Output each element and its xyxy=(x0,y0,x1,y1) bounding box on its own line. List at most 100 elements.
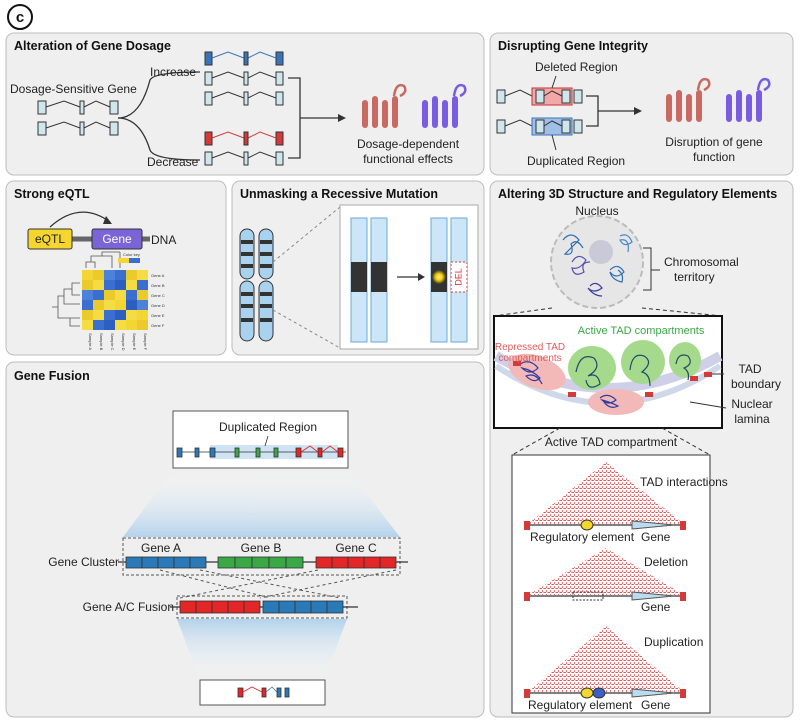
gene-label: Gene xyxy=(102,232,132,246)
expression-heatmap xyxy=(82,270,148,330)
increase-label: Increase xyxy=(150,65,196,79)
heatmap-row-label: Gene E xyxy=(151,313,165,318)
heatmap-cell xyxy=(126,320,137,330)
gene-label-2: Gene xyxy=(641,600,671,614)
heatmap-cell xyxy=(115,270,126,280)
heatmap-cell xyxy=(115,310,126,320)
heatmap-col-label: Sample A xyxy=(88,333,93,350)
heatmap-cell xyxy=(93,270,104,280)
territory-line1: Chromosomal xyxy=(664,255,739,269)
heatmap-row-label: Gene C xyxy=(151,293,165,298)
svg-text:c: c xyxy=(16,9,24,26)
heatmap-col-label: Sample E xyxy=(132,333,137,351)
del-label: DEL xyxy=(453,268,463,286)
heatmap-cell xyxy=(126,280,137,290)
decrease-label: Decrease xyxy=(147,155,199,169)
zoom-beam-top xyxy=(123,470,400,537)
duplication-label: Duplication xyxy=(644,635,703,649)
chromosome-zoom-after: DEL xyxy=(430,217,468,343)
heatmap-cell xyxy=(137,310,148,320)
heatmap-cell xyxy=(82,270,93,280)
panel-gene-fusion: Gene Fusion Duplicated Region Gene A Gen… xyxy=(5,361,485,718)
panel-letter: c xyxy=(7,4,33,30)
heatmap-cell xyxy=(137,320,148,330)
heatmap-col-label: Sample B xyxy=(99,333,104,351)
zoom-beam-bottom xyxy=(177,619,347,680)
active-compartment-label: Active TAD compartment xyxy=(545,435,678,449)
repressed-line2: compartments xyxy=(498,353,561,364)
protein-red-icon xyxy=(362,83,407,128)
nucleus-icon xyxy=(550,215,644,309)
merge-arrow xyxy=(288,77,340,159)
heatmap-cell xyxy=(104,300,115,310)
increase-gene-copies xyxy=(204,51,284,106)
tad-map-wildtype xyxy=(524,462,686,531)
disruption-line1: Disruption of gene xyxy=(665,135,763,149)
deletion-box xyxy=(450,261,468,293)
heatmap-cell xyxy=(115,320,126,330)
gene-label-1: Gene xyxy=(641,530,671,544)
fusion-transcript xyxy=(237,686,290,698)
recessive-title: Unmasking a Recessive Mutation xyxy=(240,187,438,201)
panel-3d-structure: Altering 3D Structure and Regulatory Ele… xyxy=(489,180,794,718)
heatmap-cell xyxy=(137,300,148,310)
eqtl-box xyxy=(27,228,73,250)
tad-compartments-diagram xyxy=(493,340,723,415)
mutation-glow xyxy=(432,270,446,284)
gene-c-label: Gene C xyxy=(335,541,377,555)
heatmap-row-label: Gene D xyxy=(151,303,165,308)
heatmap-col-label: Sample C xyxy=(110,333,115,351)
heatmap-cell xyxy=(104,270,115,280)
heatmap-cell xyxy=(82,290,93,300)
fusion-label: Gene A/C Fusion xyxy=(83,600,174,614)
tad-boundary-line2: boundary xyxy=(731,377,781,391)
heatmap-cell xyxy=(115,290,126,300)
heatmap-cell xyxy=(93,320,104,330)
heatmap-cell xyxy=(115,300,126,310)
heatmap-cell xyxy=(126,270,137,280)
heatmap-cell xyxy=(104,290,115,300)
decrease-gene-copies xyxy=(204,131,284,166)
panel-strong-eqtl: Strong eQTL eQTL Gene DNA Color key Gene… xyxy=(5,180,227,356)
integrity-title: Disrupting Gene Integrity xyxy=(498,39,648,53)
heatmap-dendrogram xyxy=(52,251,121,327)
gene-cluster-genes xyxy=(125,556,397,569)
eqtl-label: eQTL xyxy=(35,232,65,246)
gene-b-label: Gene B xyxy=(241,541,282,555)
repressed-line1: Repressed TAD xyxy=(495,342,565,353)
dosage-title: Alteration of Gene Dosage xyxy=(14,39,171,53)
fusion-gene xyxy=(179,600,344,614)
dosage-sensitive-gene-label: Dosage-Sensitive Gene xyxy=(10,82,137,96)
chromosome-pair-icon xyxy=(239,228,274,342)
lamina-line1: Nuclear xyxy=(731,397,772,411)
heatmap-cell xyxy=(137,280,148,290)
lamina-line2: lamina xyxy=(734,412,770,426)
heatmap-cell xyxy=(82,280,93,290)
heatmap-cell xyxy=(126,310,137,320)
integrity-genes xyxy=(496,87,583,136)
tad-interactions-label: TAD interactions xyxy=(640,475,728,489)
gene-cluster-box xyxy=(122,537,401,576)
heatmap-row-label: Gene B xyxy=(151,283,165,288)
increase-arrow xyxy=(117,71,201,119)
heatmap-cell xyxy=(93,300,104,310)
protein-purple-icon xyxy=(422,83,467,128)
dosage-effects-line2: functional effects xyxy=(363,152,453,166)
heatmap-col-label: Sample D xyxy=(121,333,126,351)
heatmap-cell xyxy=(82,310,93,320)
heatmap-col-labels: Sample A Sample B Sample C Sample D Sample E… xyxy=(88,333,148,351)
heatmap-cell xyxy=(115,280,126,290)
heatmap-row-label: Gene A xyxy=(151,273,165,278)
heatmap-col-label: Sample F xyxy=(143,333,148,351)
panel-gene-dosage: Alteration of Gene Dosage Dosage-Sensiti… xyxy=(5,32,485,176)
heatmap-cell xyxy=(82,300,93,310)
chromosome-zoom-before xyxy=(350,217,388,343)
heatmap-cell xyxy=(126,300,137,310)
deleted-region-label: Deleted Region xyxy=(535,60,618,74)
decrease-arrow xyxy=(117,117,201,161)
gene-cluster-label: Gene Cluster xyxy=(48,555,119,569)
integrity-protein-purple-icon xyxy=(726,77,771,122)
duplicated-region-label: Duplicated Region xyxy=(527,154,625,168)
heatmap-row-label: Gene F xyxy=(151,323,165,328)
